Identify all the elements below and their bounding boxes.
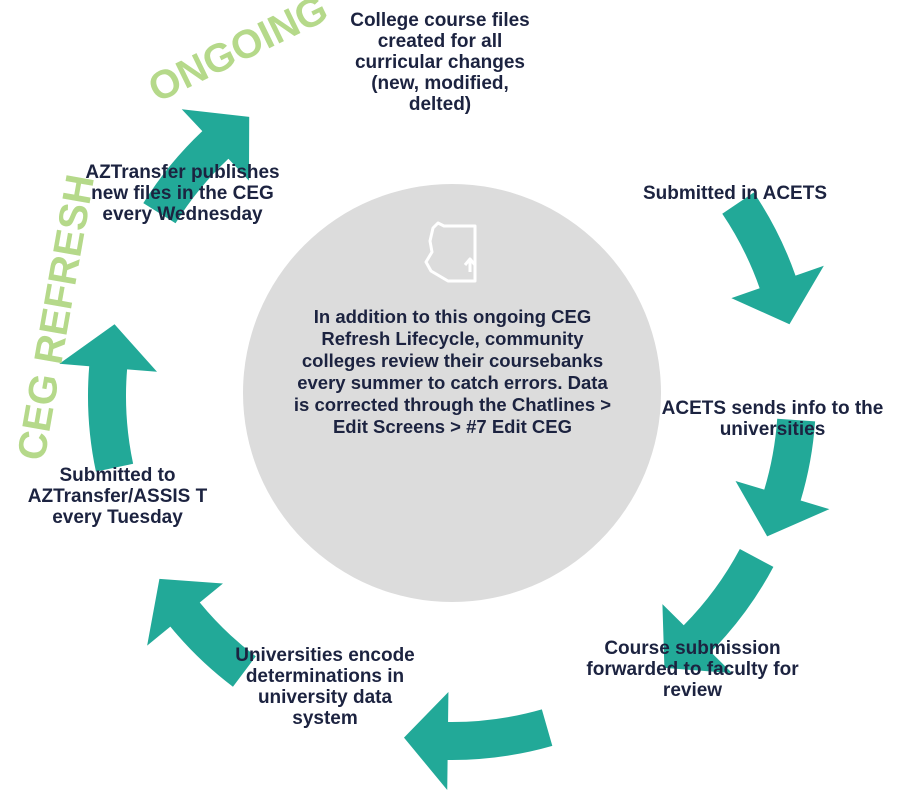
ongoing-badge: ONGOING: [142, 0, 335, 111]
cycle-arrow-1: [722, 192, 824, 325]
cycle-arrow-6: [59, 324, 157, 472]
step-submitted-in-acets: Submitted in ACETS: [642, 183, 828, 204]
step-acets-sends-info: ACETS sends info to the universities: [661, 398, 884, 440]
arizona-state-outline-icon: [424, 221, 477, 283]
cycle-arrow-5: [147, 578, 256, 687]
cycle-arrow-3: [662, 549, 774, 674]
cycle-arrow-7: [143, 109, 250, 224]
center-circle: [243, 184, 661, 602]
step-universities-encode: Universities encode determinations in un…: [235, 645, 415, 729]
cycle-arrow-4: [403, 691, 553, 790]
center-note: In addition to this ongoing CEG Refresh …: [293, 306, 612, 437]
step-submitted-to-aztransfer: Submitted to AZTransfer/ASSIS T every Tu…: [27, 465, 208, 528]
step-forwarded-to-faculty: Course submission forwarded to faculty f…: [586, 638, 799, 701]
cycle-arrow-2: [735, 418, 830, 537]
step-course-files-created: College course files created for all cur…: [350, 10, 530, 115]
cycle-arrows: [59, 109, 830, 790]
step-aztransfer-publishes: AZTransfer publishes new files in the CE…: [85, 162, 280, 225]
